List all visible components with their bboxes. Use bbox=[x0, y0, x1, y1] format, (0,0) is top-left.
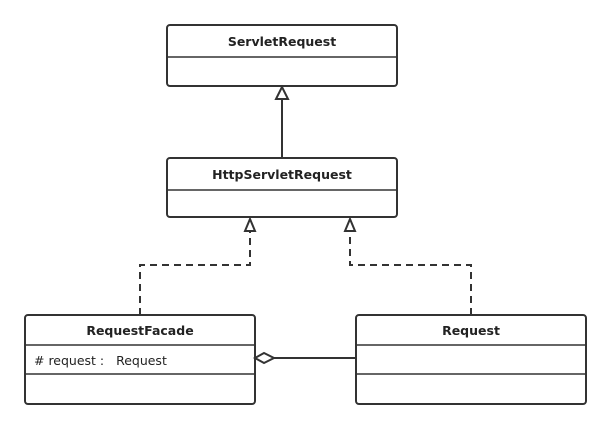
class-request[interactable]: Request bbox=[355, 314, 587, 405]
class-servlet-request[interactable]: ServletRequest bbox=[166, 24, 398, 87]
class-http-servlet-request[interactable]: HttpServletRequest bbox=[166, 157, 398, 218]
hollow-triangle-arrowhead bbox=[243, 216, 257, 232]
realization-edge-request bbox=[343, 216, 472, 315]
realization-edge-request-facade bbox=[139, 216, 257, 315]
class-box bbox=[166, 157, 398, 218]
class-name: HttpServletRequest bbox=[212, 167, 352, 182]
class-request-facade[interactable]: RequestFacade # request : Request bbox=[24, 314, 256, 405]
hollow-diamond-icon bbox=[252, 351, 277, 365]
generalization-edge bbox=[274, 84, 290, 158]
aggregation-edge bbox=[252, 351, 356, 365]
class-name: RequestFacade bbox=[86, 323, 193, 338]
class-attribute: # request : Request bbox=[34, 353, 167, 368]
realization-line bbox=[349, 231, 472, 315]
hollow-triangle-arrowhead bbox=[343, 216, 357, 232]
class-box bbox=[355, 314, 587, 405]
class-box bbox=[24, 314, 256, 405]
class-name: ServletRequest bbox=[228, 34, 336, 49]
realization-line bbox=[139, 231, 251, 315]
class-name: Request bbox=[442, 323, 500, 338]
hollow-triangle-arrowhead bbox=[274, 84, 290, 100]
